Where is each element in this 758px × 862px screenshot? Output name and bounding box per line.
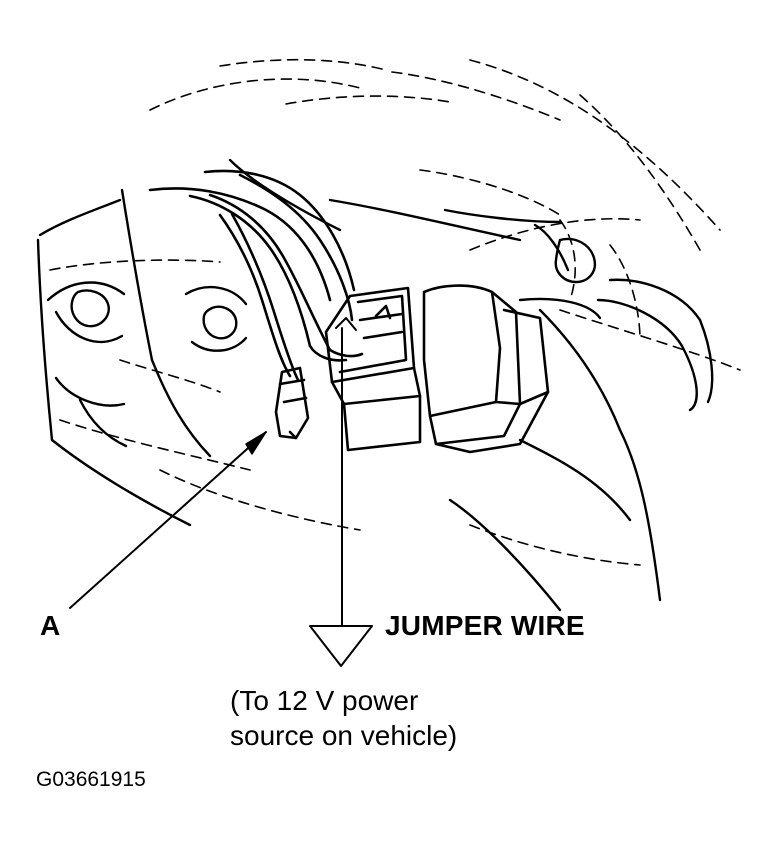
figure-code: G03661915 xyxy=(36,768,146,791)
part-label-a: A xyxy=(40,610,61,641)
power-source-note-line-1: (To 12 V power xyxy=(230,685,419,716)
connector-housing xyxy=(422,284,550,454)
arrow-to-terminal-a xyxy=(69,431,267,609)
jumper-wire-label: JUMPER WIRE xyxy=(385,610,585,641)
test-connector xyxy=(324,286,422,452)
power-source-note: (To 12 V power source on vehicle) xyxy=(230,683,457,753)
jumper-wire-line xyxy=(309,317,373,667)
power-source-note-line-2: source on vehicle) xyxy=(230,720,458,751)
engine-background-outline xyxy=(49,58,741,566)
wire-harness xyxy=(148,169,364,382)
engine-component-lines xyxy=(36,158,714,612)
wire-terminal-a xyxy=(274,366,310,440)
